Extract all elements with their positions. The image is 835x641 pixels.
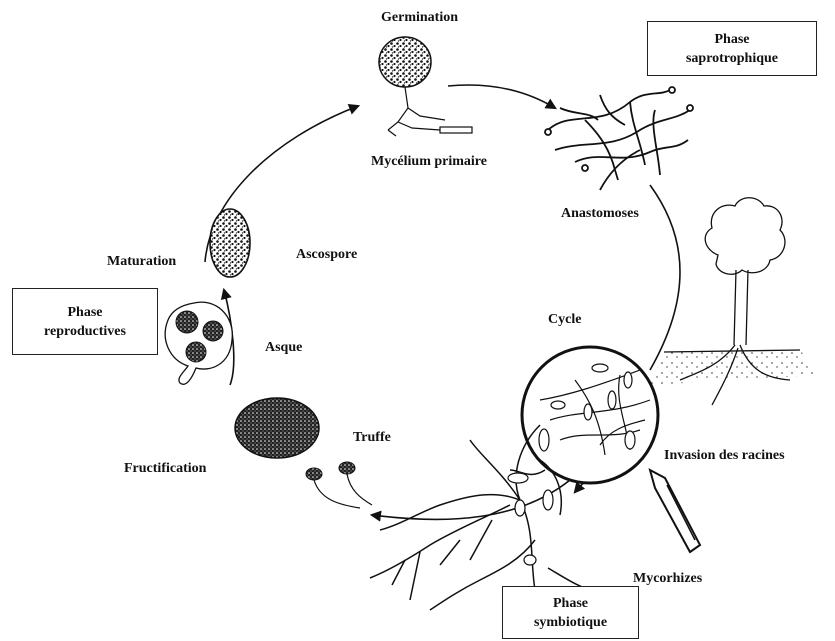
label-anastomoses: Anastomoses — [561, 206, 639, 222]
truffle-icon — [235, 398, 372, 508]
label-mycelium-primaire: Mycélium primaire — [371, 154, 487, 170]
phase-reproductives-line2: reproductives — [13, 322, 157, 341]
phase-saprotrophique-line2: saprotrophique — [648, 49, 816, 68]
phase-symbiotique-line1: Phase — [503, 594, 638, 613]
label-germination: Germination — [381, 10, 458, 26]
label-ascospore: Ascospore — [296, 247, 357, 263]
label-cycle: Cycle — [548, 312, 581, 328]
label-maturation: Maturation — [107, 254, 176, 270]
ascospore-icon — [210, 209, 250, 277]
phase-symbiotique-line2: symbiotique — [503, 613, 638, 632]
label-asque: Asque — [265, 340, 302, 356]
phase-reproductives-box: Phase reproductives — [12, 288, 158, 355]
phase-saprotrophique-line1: Phase — [648, 30, 816, 49]
ascus-icon — [165, 302, 232, 384]
mycelium-network-icon — [545, 87, 693, 190]
phase-reproductives-line1: Phase — [13, 303, 157, 322]
label-fructification: Fructification — [124, 461, 206, 477]
phase-saprotrophique-box: Phase saprotrophique — [647, 21, 817, 76]
label-truffe: Truffe — [353, 430, 391, 446]
label-mycorhizes: Mycorhizes — [633, 571, 702, 587]
phase-symbiotique-box: Phase symbiotique — [502, 586, 639, 639]
label-invasion-des-racines: Invasion des racines — [664, 448, 785, 464]
tree-icon — [650, 198, 820, 405]
germinating-spore-icon — [379, 37, 472, 136]
